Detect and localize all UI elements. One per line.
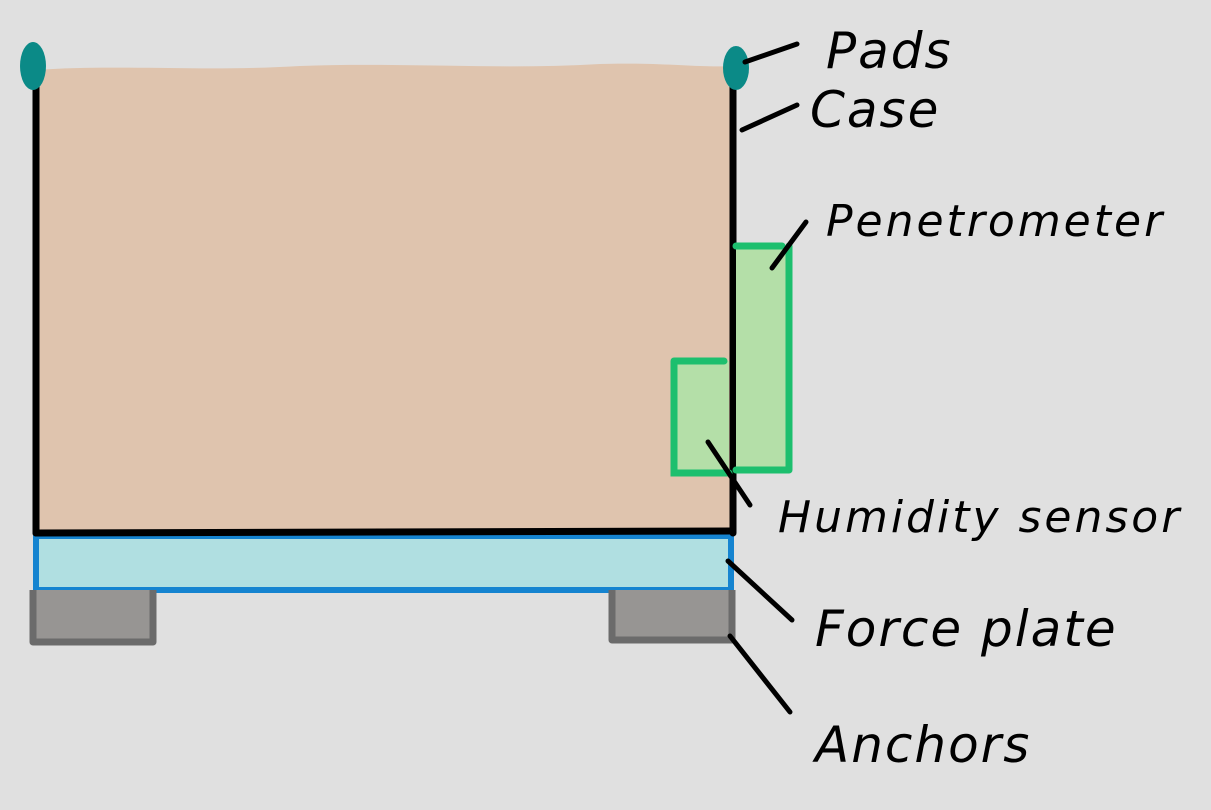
leader-penetrometer — [769, 219, 809, 271]
label-humidity-sensor: Humidity sensor — [778, 492, 1182, 543]
anchor-right — [608, 590, 736, 644]
pad-left — [20, 42, 46, 90]
force-plate — [33, 533, 734, 593]
leader-anchors — [727, 633, 793, 715]
label-pads: Pads — [826, 22, 953, 80]
humidity-sensor-body — [674, 361, 729, 473]
label-case: Case — [810, 81, 940, 139]
leader-case — [739, 102, 800, 133]
soil-fill — [36, 63, 732, 533]
pad-right — [723, 46, 749, 90]
label-anchors: Anchors — [812, 716, 1031, 774]
label-penetrometer: Penetrometer — [826, 196, 1165, 247]
leader-humidity-sensor — [705, 439, 753, 508]
label-force-plate: Force plate — [815, 600, 1118, 658]
case-floor — [32, 527, 737, 537]
penetrometer-outline — [732, 242, 793, 474]
leader-force-plate — [725, 558, 795, 623]
penetrometer-body — [736, 246, 789, 470]
leader-pads — [742, 41, 800, 65]
humidity-sensor-outline — [670, 357, 733, 477]
anchor-left — [29, 590, 157, 646]
